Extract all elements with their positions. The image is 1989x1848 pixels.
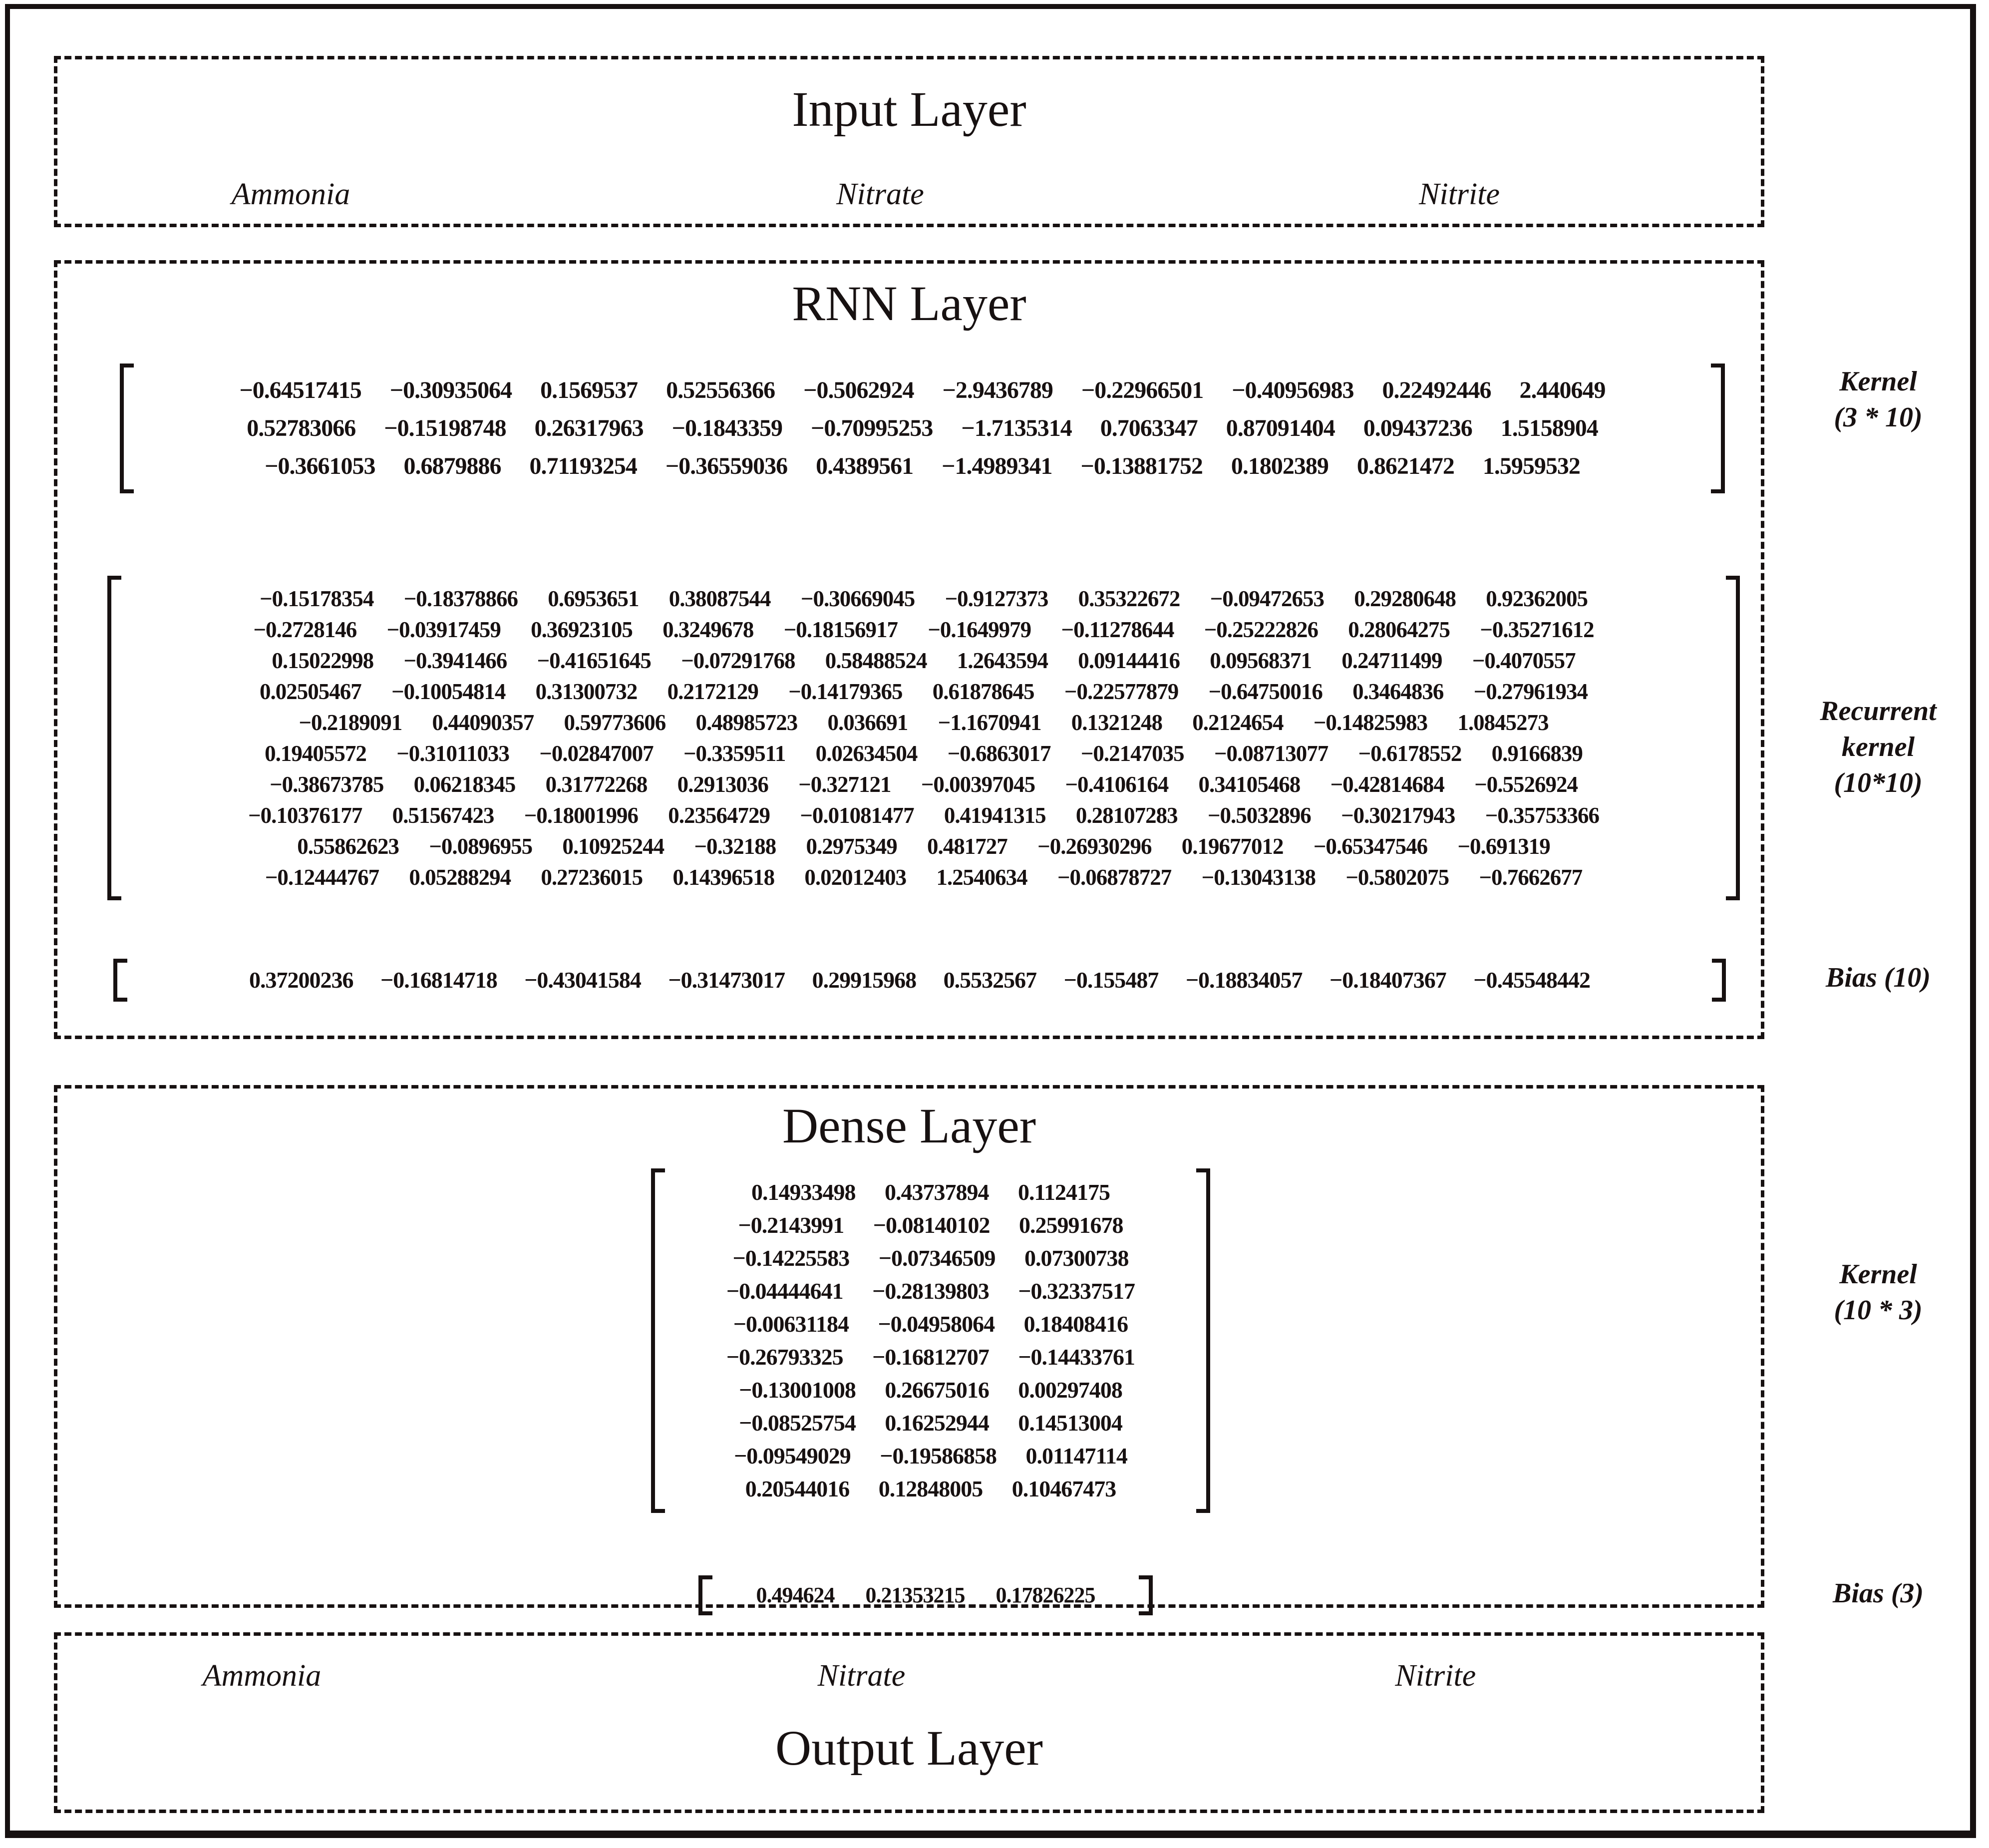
matrix-row: 0.14933498 0.43737894 0.1124175 [751, 1179, 1110, 1205]
matrix-row: −0.2728146 −0.03917459 0.36923105 0.3249… [253, 617, 1594, 642]
matrix-row: −0.09549029 −0.19586858 0.01147114 [734, 1443, 1128, 1469]
outer-border [5, 4, 1976, 1838]
dense-layer-box: Dense Layer 0.14933498 0.43737894 0.1124… [54, 1085, 1764, 1615]
left-bracket [120, 364, 134, 493]
dense-bias-shape-label: Bias (3) [1833, 1578, 1924, 1609]
matrix-row: −0.15178354 −0.18378866 0.6953651 0.3808… [260, 586, 1588, 611]
rnn-bias-values: 0.37200236 −0.16814718 −0.43041584 −0.31… [127, 959, 1712, 1002]
matrix-row: −0.64517415 −0.30935064 0.1569537 0.5255… [239, 377, 1606, 403]
output-layer-box: Ammonia Nitrate Nitrite Output Layer [54, 1632, 1764, 1813]
right-bracket [1139, 1575, 1153, 1615]
input-label-nitrite: Nitrite [1419, 177, 1500, 211]
label-line: (10 * 3) [1834, 1295, 1923, 1326]
matrix-row: −0.04444641 −0.28139803 −0.32337517 [726, 1278, 1135, 1304]
matrix-row: −0.14225583 −0.07346509 0.07300738 [732, 1245, 1129, 1271]
rnn-bias-vector: 0.37200236 −0.16814718 −0.43041584 −0.31… [113, 959, 1726, 1002]
left-bracket [698, 1575, 712, 1615]
matrix-row: −0.38673785 0.06218345 0.31772268 0.2913… [269, 772, 1578, 797]
dense-kernel-shape-label: Kernel (10 * 3) [1767, 1256, 1989, 1328]
matrix-row: −0.10376177 0.51567423 −0.18001996 0.235… [248, 803, 1600, 828]
matrix-row: −0.2143991 −0.08140102 0.25991678 [738, 1212, 1124, 1238]
left-bracket [107, 576, 121, 900]
matrix-row: 0.19405572 −0.31011033 −0.02847007 −0.33… [265, 741, 1583, 766]
rnn-layer-box: RNN Layer −0.64517415 −0.30935064 0.1569… [54, 260, 1764, 1039]
matrix-row: 0.02505467 −0.10054814 0.31300732 0.2172… [260, 679, 1588, 704]
matrix-row: −0.2189091 0.44090357 0.59773606 0.48985… [299, 710, 1549, 735]
matrix-row: −0.26793325 −0.16812707 −0.14433761 [726, 1344, 1135, 1370]
matrix-row: −0.00631184 −0.04958064 0.18408416 [733, 1311, 1128, 1337]
label-line: (10*10) [1834, 767, 1923, 798]
rnn-kernel-matrix: −0.64517415 −0.30935064 0.1569537 0.5255… [120, 364, 1725, 493]
left-bracket [113, 959, 127, 1002]
matrix-row: 0.15022998 −0.3941466 −0.41651645 −0.072… [272, 648, 1576, 673]
left-bracket [651, 1168, 665, 1513]
rnn-kernel-shape-label: Kernel (3 * 10) [1767, 364, 1989, 435]
dense-kernel-values: 0.14933498 0.43737894 0.1124175 −0.214399… [665, 1168, 1196, 1513]
dense-bias-vector: 0.494624 0.21353215 0.17826225 [698, 1575, 1153, 1615]
rnn-recurrent-kernel-shape-label: Recurrent kernel (10*10) [1767, 693, 1989, 801]
label-line: kernel [1841, 732, 1915, 762]
right-bracket [1712, 959, 1726, 1002]
matrix-row: −0.08525754 0.16252944 0.14513004 [739, 1410, 1123, 1436]
rnn-kernel-values: −0.64517415 −0.30935064 0.1569537 0.5255… [134, 364, 1711, 493]
rnn-layer-title: RNN Layer [792, 276, 1026, 331]
right-bracket [1711, 364, 1725, 493]
right-bracket [1726, 576, 1740, 900]
label-line: (3 * 10) [1834, 402, 1923, 433]
matrix-row: 0.20544016 0.12848005 0.10467473 [745, 1476, 1117, 1501]
rnn-bias-shape-label: Bias (10) [1826, 962, 1931, 993]
dense-kernel-matrix: 0.14933498 0.43737894 0.1124175 −0.214399… [651, 1168, 1210, 1513]
matrix-row: −0.3661053 0.6879886 0.71193254 −0.36559… [265, 453, 1581, 479]
output-layer-title: Output Layer [775, 1720, 1043, 1776]
matrix-row: 0.52783066 −0.15198748 0.26317963 −0.184… [247, 415, 1598, 441]
vector-row: 0.494624 0.21353215 0.17826225 [756, 1583, 1096, 1607]
label-line: Kernel [1839, 1259, 1917, 1290]
dense-layer-title: Dense Layer [782, 1098, 1036, 1153]
input-layer-title: Input Layer [792, 81, 1026, 137]
label-line: Recurrent [1820, 696, 1937, 727]
matrix-row: −0.12444767 0.05288294 0.27236015 0.1439… [265, 865, 1583, 890]
dense-bias-values: 0.494624 0.21353215 0.17826225 [712, 1575, 1139, 1615]
input-layer-box: Input Layer Ammonia Nitrate Nitrite [54, 56, 1764, 227]
vector-row: 0.37200236 −0.16814718 −0.43041584 −0.31… [249, 967, 1591, 993]
matrix-row: −0.13001008 0.26675016 0.00297408 [739, 1377, 1123, 1403]
input-label-nitrate: Nitrate [836, 177, 924, 211]
rnn-recurrent-kernel-matrix: −0.15178354 −0.18378866 0.6953651 0.3808… [107, 576, 1740, 900]
output-label-ammonia: Ammonia [202, 1659, 322, 1693]
output-label-nitrite: Nitrite [1395, 1659, 1476, 1693]
label-line: Kernel [1839, 366, 1917, 397]
output-label-nitrate: Nitrate [817, 1659, 906, 1693]
right-bracket [1196, 1168, 1210, 1513]
input-label-ammonia: Ammonia [231, 177, 350, 211]
rnn-recurrent-kernel-values: −0.15178354 −0.18378866 0.6953651 0.3808… [121, 576, 1726, 900]
matrix-row: 0.55862623 −0.0896955 0.10925244 −0.3218… [297, 834, 1550, 859]
